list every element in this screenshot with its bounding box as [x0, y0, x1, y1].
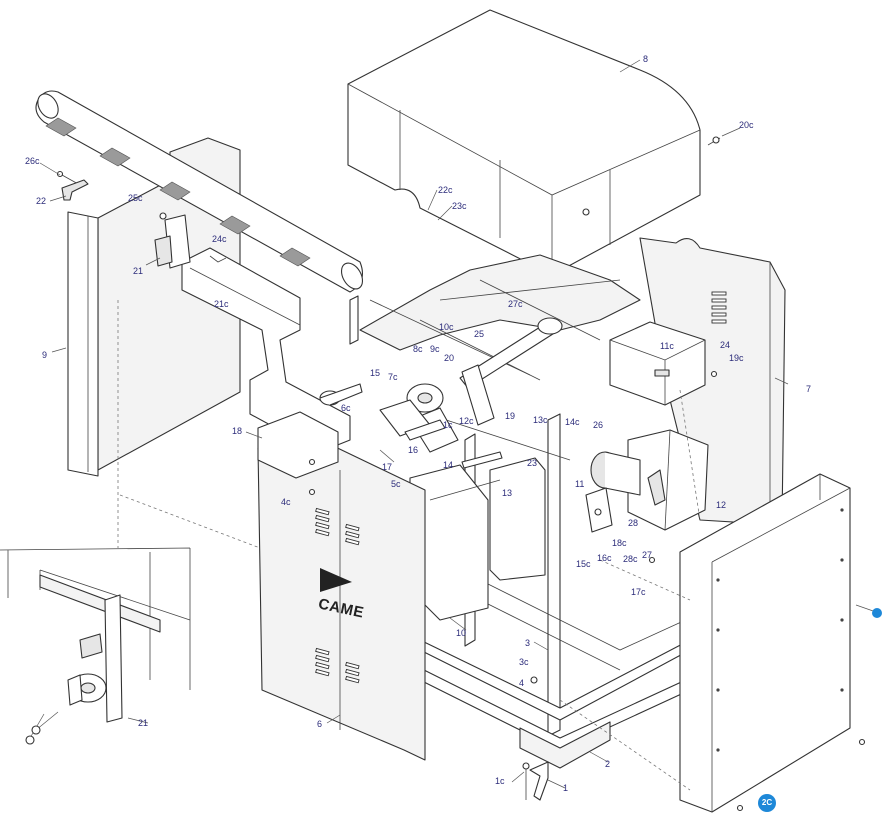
- callout-13: 13: [502, 488, 513, 498]
- leader-lines: [39, 59, 877, 789]
- callout-27c: 27c: [508, 299, 523, 309]
- callout-26c: 26c: [25, 156, 40, 166]
- callout-14: 14: [443, 460, 454, 470]
- callout-1c: 1c: [443, 420, 453, 430]
- screws: [56, 136, 866, 812]
- callout-5c: 5c: [391, 479, 401, 489]
- callout-7c: 7c: [388, 372, 398, 382]
- callout-2: 2: [605, 759, 611, 769]
- callout-28c: 28c: [623, 554, 638, 564]
- callout-14c: 14c: [565, 417, 580, 427]
- callout-12c: 12c: [459, 416, 474, 426]
- callout-4: 4: [519, 678, 525, 688]
- callout-26: 26: [593, 420, 604, 430]
- callout-22c: 22c: [438, 185, 453, 195]
- motor-unit: [585, 429, 709, 533]
- front-cover-panel: [257, 411, 426, 761]
- lever-arm: [181, 247, 351, 453]
- callout-8: 8: [643, 54, 649, 64]
- callout-6c: 6c: [341, 403, 351, 413]
- callout-23: 23: [527, 458, 538, 468]
- release-lock-inset: [0, 547, 191, 745]
- drive-shaft: [439, 317, 571, 461]
- callout-10: 10: [456, 628, 467, 638]
- callout-20c: 20c: [739, 120, 754, 130]
- boom-tube: [35, 90, 364, 293]
- callout-17: 17: [382, 462, 393, 472]
- callout-22: 22: [36, 196, 47, 206]
- callout-16: 16: [408, 445, 419, 455]
- callout-10c: 10c: [439, 322, 454, 332]
- callout-6: 6: [317, 719, 323, 729]
- spring-plates: [409, 451, 546, 621]
- callout-8c: 8c: [413, 344, 423, 354]
- reference-dot: [872, 608, 882, 618]
- callout-27: 27: [642, 550, 653, 560]
- callout-13c: 13c: [533, 415, 548, 425]
- callout-28: 28: [628, 518, 639, 528]
- reference-badge: 2C: [758, 794, 776, 812]
- callout-19c: 19c: [729, 353, 744, 363]
- construction-lines: [117, 300, 701, 791]
- callout-18c: 18c: [612, 538, 627, 548]
- callout-18: 18: [232, 426, 243, 436]
- callout-16c: 16c: [597, 553, 612, 563]
- callout-19: 19: [505, 411, 516, 421]
- callout-24: 24: [720, 340, 731, 350]
- callout-15c: 15c: [576, 559, 591, 569]
- control-box: [609, 321, 706, 406]
- callout-3c: 3c: [519, 657, 529, 667]
- callout-17c: 17c: [631, 587, 646, 597]
- callout-24c: 24c: [212, 234, 227, 244]
- callout-21c: 21c: [214, 299, 229, 309]
- left-side-panel: [67, 137, 241, 477]
- callout-20: 20: [444, 353, 455, 363]
- callout-1c-bottom: 1c: [495, 776, 505, 786]
- callout-23c: 23c: [452, 201, 467, 211]
- callout-21-inset: 21: [138, 718, 149, 728]
- callout-9c: 9c: [430, 344, 440, 354]
- small-parts: [319, 383, 459, 453]
- right-side-panel: [679, 473, 851, 813]
- callout-21: 21: [133, 266, 144, 276]
- callout-11: 11: [575, 479, 585, 489]
- callout-1: 1: [563, 783, 569, 793]
- callout-12: 12: [716, 500, 727, 510]
- callout-4c: 4c: [281, 497, 291, 507]
- callout-9: 9: [42, 350, 48, 360]
- callout-3: 3: [525, 638, 531, 648]
- callout-25c: 25c: [128, 193, 143, 203]
- callout-11c: 11c: [660, 341, 674, 351]
- callout-7: 7: [806, 384, 812, 394]
- top-cover: [347, 9, 701, 276]
- callout-15: 15: [370, 368, 381, 378]
- callout-25: 25: [474, 329, 485, 339]
